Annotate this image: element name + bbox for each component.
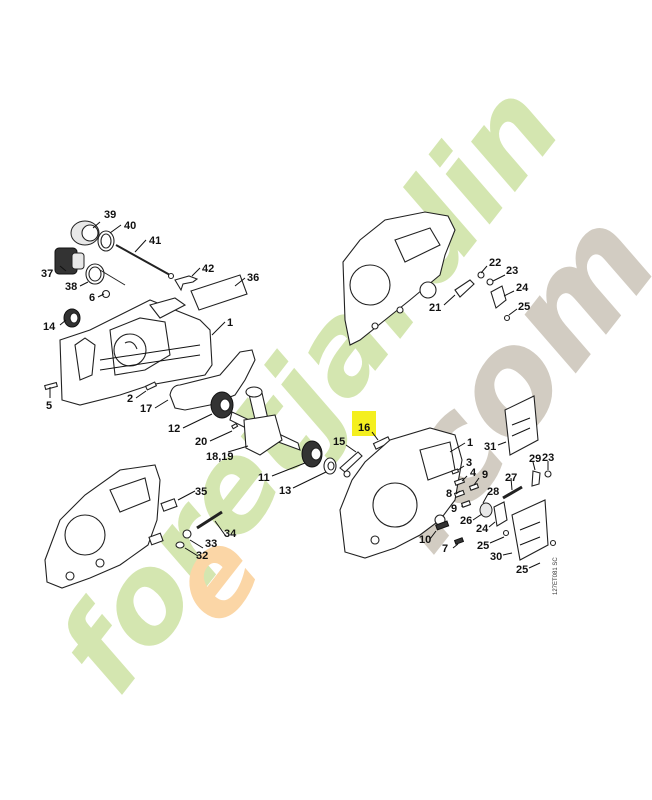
label-15[interactable]: 15: [333, 436, 345, 448]
label-12[interactable]: 12: [168, 423, 180, 435]
label-9-top[interactable]: 9: [482, 469, 488, 481]
label-26[interactable]: 26: [460, 515, 472, 527]
label-23-right[interactable]: 23: [542, 452, 554, 464]
label-11[interactable]: 11: [258, 472, 270, 484]
label-6[interactable]: 6: [89, 292, 95, 304]
label-16[interactable]: 16: [358, 422, 370, 434]
label-25-mid[interactable]: 25: [477, 540, 489, 552]
label-32[interactable]: 32: [196, 550, 208, 562]
label-25-bottom[interactable]: 25: [516, 564, 528, 576]
label-8[interactable]: 8: [446, 488, 452, 500]
fan-housing-group: [44, 220, 256, 411]
label-41[interactable]: 41: [149, 235, 161, 247]
label-5[interactable]: 5: [46, 400, 52, 412]
drawing-code: 127ET081 SC: [553, 557, 559, 595]
label-20[interactable]: 20: [195, 436, 207, 448]
crankcase-ghost-top: [342, 211, 511, 346]
label-2[interactable]: 2: [127, 393, 133, 405]
label-33[interactable]: 33: [205, 538, 217, 550]
label-22[interactable]: 22: [489, 257, 501, 269]
crankcase-bottom-left: [44, 464, 223, 589]
label-30[interactable]: 30: [490, 551, 502, 563]
label-38[interactable]: 38: [65, 281, 77, 293]
label-14[interactable]: 14: [43, 321, 56, 333]
crankshaft-group: [210, 386, 392, 478]
label-4[interactable]: 4: [470, 467, 477, 479]
label-36[interactable]: 36: [247, 272, 259, 284]
label-1-right[interactable]: 1: [467, 437, 473, 449]
part-labels: 39 40 41 37 42 36 38 6 14 1 5 2 17 12 20…: [41, 209, 554, 576]
label-35[interactable]: 35: [195, 486, 207, 498]
leader-lines: [49, 221, 549, 569]
label-40[interactable]: 40: [124, 220, 136, 232]
label-13[interactable]: 13: [279, 485, 291, 497]
label-27[interactable]: 27: [505, 472, 517, 484]
label-9-bottom[interactable]: 9: [451, 503, 457, 515]
label-24-top[interactable]: 24: [516, 282, 529, 294]
label-17[interactable]: 17: [140, 403, 152, 415]
label-24-right[interactable]: 24: [476, 523, 489, 535]
label-18-19[interactable]: 18,19: [206, 451, 234, 463]
label-29[interactable]: 29: [529, 453, 541, 465]
label-21[interactable]: 21: [429, 302, 441, 314]
label-28[interactable]: 28: [487, 486, 499, 498]
label-42[interactable]: 42: [202, 263, 214, 275]
label-34[interactable]: 34: [224, 528, 237, 540]
label-10[interactable]: 10: [419, 534, 431, 546]
label-31[interactable]: 31: [484, 441, 496, 453]
crankcase-right: [339, 395, 557, 561]
highlight-part-16: [352, 411, 376, 436]
label-1-left[interactable]: 1: [227, 317, 233, 329]
label-37[interactable]: 37: [41, 268, 53, 280]
label-25-top[interactable]: 25: [518, 301, 530, 313]
label-3[interactable]: 3: [466, 457, 472, 469]
label-23-top[interactable]: 23: [506, 265, 518, 277]
label-39[interactable]: 39: [104, 209, 116, 221]
label-7[interactable]: 7: [442, 543, 448, 555]
